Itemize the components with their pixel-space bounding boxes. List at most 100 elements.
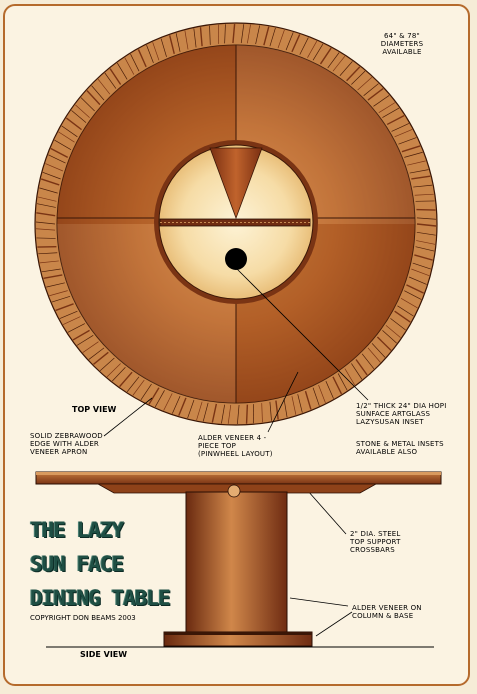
zebrawood-grain-line: [400, 297, 418, 309]
zebrawood-grain-line: [171, 395, 181, 414]
veneer-top-callout: ALDER VENEER 4 - PIECE TOP (PINWHEEL LAY…: [198, 434, 273, 458]
zebrawood-grain-line: [154, 390, 165, 408]
zebrawood-grain-line: [269, 401, 272, 421]
zebrawood-grain-line: [339, 61, 353, 77]
zebrawood-grain-line: [211, 403, 218, 423]
zebrawood-grain-line: [404, 290, 422, 300]
zebrawood-grain-line: [67, 323, 86, 333]
zebrawood-grain-line: [106, 363, 121, 378]
zebrawood-grain-line: [283, 398, 288, 418]
zebrawood-grain-line: [62, 316, 81, 325]
zebrawood-grain-line: [382, 107, 400, 118]
top-view-label: TOP VIEW: [72, 405, 117, 414]
zebrawood-grain-line: [245, 404, 249, 424]
zebrawood-grain-line: [104, 72, 117, 89]
zebrawood-grain-line: [355, 359, 368, 376]
zebrawood-grain-line: [39, 187, 58, 194]
zebrawood-grain-line: [415, 246, 435, 252]
zebrawood-grain-line: [35, 221, 56, 225]
zebrawood-grain-line: [411, 175, 431, 180]
zebrawood-grain-line: [59, 310, 78, 319]
zebrawood-grain-line: [152, 42, 160, 61]
zebrawood-grain-line: [351, 363, 363, 380]
zebrawood-grain-line: [193, 28, 197, 48]
steel-crossbar-callout: 2" DIA. STEEL TOP SUPPORT CROSSBARS: [350, 530, 401, 554]
zebrawood-grain-line: [307, 40, 318, 58]
zebrawood-grain-line: [209, 25, 211, 45]
zebrawood-grain-line: [61, 125, 78, 138]
zebrawood-grain-line: [148, 387, 160, 405]
zebrawood-grain-line: [409, 169, 429, 174]
zebrawood-grain-line: [58, 131, 75, 143]
zebrawood-grain-line: [332, 376, 343, 395]
zebrawood-grain-line: [111, 367, 126, 382]
zebrawood-grain: [35, 23, 437, 425]
stone-insets-callout: STONE & METAL INSETS AVAILABLE ALSO: [356, 440, 444, 456]
inset-callout: 1/2" THICK 24" dia HOPI SUNFACE ARTGLASS…: [356, 402, 447, 426]
zebrawood-grain-line: [224, 24, 226, 44]
zebrawood-grain-line: [178, 397, 187, 416]
zebrawood-grain-line: [397, 305, 414, 317]
zebrawood-grain-line: [82, 341, 99, 353]
crossbar-end: [227, 484, 241, 498]
zebrawood-grain-line: [48, 154, 66, 164]
zebrawood-grain-line: [312, 387, 320, 406]
zebrawood-grain-line: [146, 44, 154, 64]
zebrawood-grain-line: [416, 231, 436, 236]
zebrawood-grain-line: [367, 347, 381, 363]
zebrawood-grain-line: [39, 260, 59, 264]
zebrawood-grain-line: [71, 110, 87, 123]
zebrawood-grain-line: [46, 282, 65, 288]
zebrawood-grain-line: [40, 178, 60, 186]
zebrawood-grain-line: [312, 43, 324, 61]
zebrawood-grain-line: [80, 97, 95, 112]
leader-lines: [103, 267, 369, 637]
zebrawood-grain-line: [160, 38, 167, 57]
zebrawood-grain-line: [406, 284, 424, 294]
zebrawood-grain-line: [371, 343, 386, 358]
zebrawood-grain-line: [65, 117, 82, 131]
zebrawood-grain-line: [367, 87, 384, 101]
zebrawood-grain-line: [404, 151, 423, 158]
zebrawood-grain-line: [76, 334, 94, 346]
zebrawood-grain-line: [414, 254, 433, 261]
top-view-table: [34, 22, 438, 426]
zebrawood-grain-line: [196, 401, 203, 421]
zebrawood-grain-line: [227, 404, 232, 424]
zebrawood-grain-line: [275, 400, 279, 420]
zebrawood-grain-line: [88, 347, 105, 360]
zebrawood-grain-line: [45, 163, 64, 172]
zebrawood-grain-line: [411, 268, 430, 277]
zebrawood-grain-line: [237, 404, 240, 425]
column-callout: ALDER VENEER ON COLUMN & BASE: [352, 604, 422, 620]
zebrawood-grain-line: [140, 383, 152, 401]
zebrawood-grain-line: [299, 37, 309, 55]
zebrawood-grain-line: [37, 196, 57, 202]
zebrawood-grain-line: [126, 376, 140, 393]
diameters-callout: 64" & 78" DIAMETERS AVAILABLE: [380, 32, 424, 56]
zebrawood-grain-line: [344, 368, 355, 386]
zebrawood-grain-line: [93, 351, 109, 365]
zebrawood-grain-line: [43, 274, 63, 280]
zebrawood-grain-line: [332, 55, 346, 72]
zebrawood-grain-line: [361, 353, 375, 370]
zebrawood-grain-line: [318, 384, 326, 404]
zebrawood-grain-line: [416, 223, 437, 227]
side-view-table: [35, 471, 442, 648]
zebrawood-grain-line: [261, 403, 263, 423]
zebrawood-grain-line: [401, 145, 421, 153]
zebrawood-grain-line: [285, 32, 294, 51]
zebrawood-grain-line: [363, 83, 379, 96]
zebrawood-grain-line: [221, 404, 225, 424]
zebrawood-grain-line: [36, 203, 56, 208]
zebrawood-grain-line: [407, 160, 426, 166]
zebrawood-grain-line: [378, 102, 396, 114]
zebrawood-grain-line: [398, 137, 417, 145]
zebrawood-grain-line: [319, 47, 332, 65]
zebrawood-grain-line: [49, 290, 68, 297]
zebrawood-grain-line: [291, 396, 297, 415]
zebrawood-grain-line: [232, 23, 236, 44]
zebrawood-grain-line: [413, 184, 433, 188]
zebrawood-grain-line: [357, 76, 373, 91]
zebrawood-grain-line: [132, 379, 145, 396]
